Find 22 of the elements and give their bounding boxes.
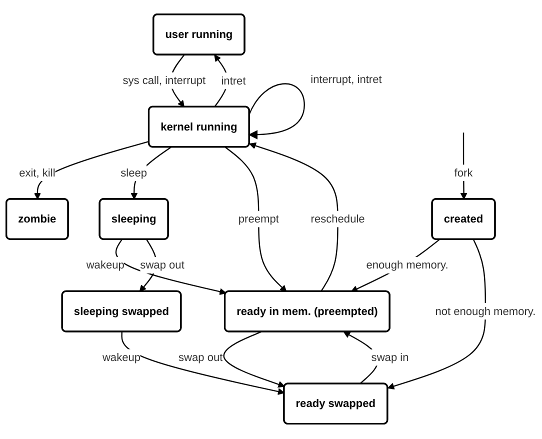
edge-label: swap out bbox=[140, 257, 184, 274]
state-box: kernel running bbox=[148, 106, 250, 148]
edge-label: wakeup bbox=[86, 257, 124, 274]
state-box: ready in mem. (preempted) bbox=[224, 290, 390, 333]
edge-label: reschedule bbox=[310, 211, 365, 228]
edge-label: intret bbox=[221, 73, 246, 90]
state-box: sleeping bbox=[98, 198, 169, 240]
state-box: sleeping swapped bbox=[61, 290, 182, 333]
state-box: created bbox=[431, 198, 496, 240]
edge-label: wakeup bbox=[102, 350, 141, 366]
edge-label: not enough memory. bbox=[435, 304, 536, 320]
edge-label: preempt bbox=[238, 211, 279, 228]
edge-label: sleep bbox=[120, 165, 148, 182]
edge-label: fork bbox=[454, 165, 473, 182]
state-box: zombie bbox=[6, 198, 69, 240]
edge-label: swap in bbox=[371, 350, 409, 366]
edge-label: interrupt, intret bbox=[310, 74, 382, 87]
edge-label: sys call, interrupt bbox=[122, 72, 206, 90]
state-box: user running bbox=[152, 14, 246, 56]
arrow bbox=[248, 84, 305, 140]
state-box: ready swapped bbox=[283, 383, 388, 425]
edge-label: enough memory. bbox=[366, 257, 448, 274]
